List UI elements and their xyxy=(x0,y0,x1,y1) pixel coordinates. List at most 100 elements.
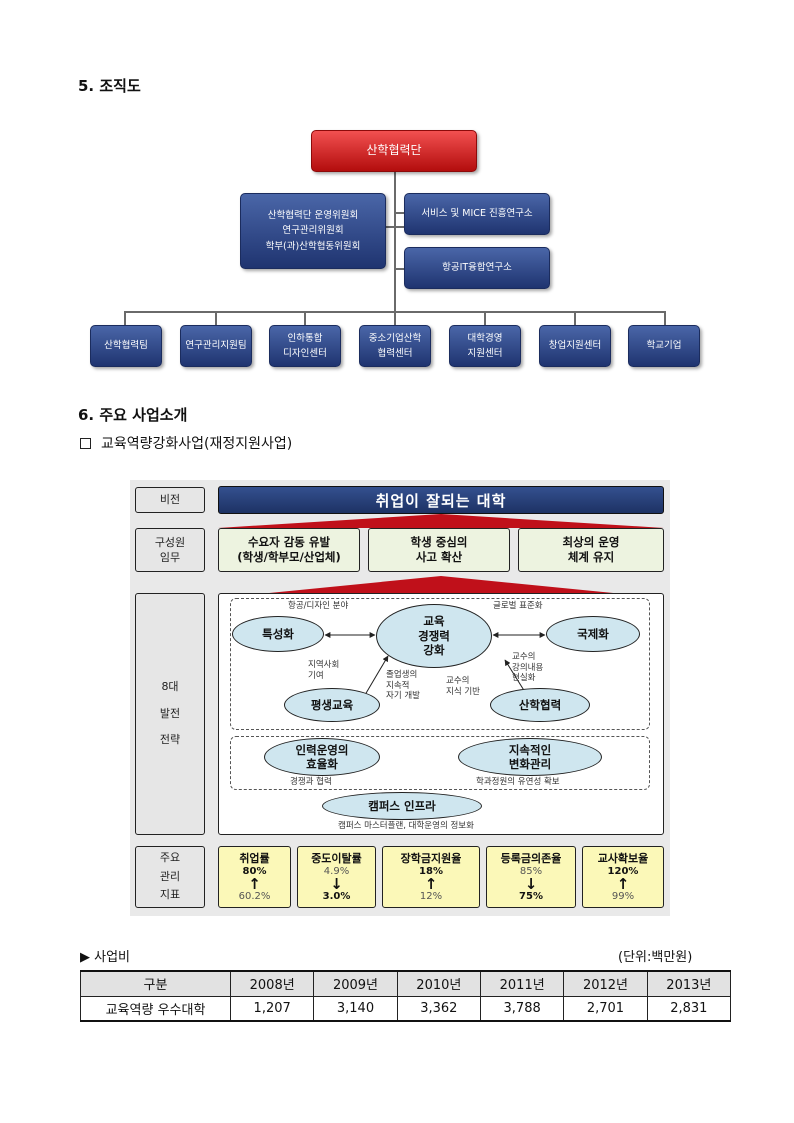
org-institute-1: 서비스 및 MICE 진흥연구소 xyxy=(421,208,533,220)
note-global-std: 글로벌 표준화 xyxy=(493,601,543,611)
kpi-name: 교사확보율 xyxy=(597,852,649,865)
kpi-value-b: 99% xyxy=(611,891,635,902)
mission-2: 학생 중심의 사고 확산 xyxy=(368,528,510,572)
kpi-value-b: 12% xyxy=(419,891,443,902)
label-kpi-3: 지표 xyxy=(159,888,181,902)
org-drop-1 xyxy=(124,311,126,325)
kpi-name: 중도이탈률 xyxy=(311,852,362,865)
org-unit-3-label1: 인하통합 xyxy=(287,332,323,344)
note-competition: 경쟁과 협력 xyxy=(290,777,332,787)
node-lifelong: 평생교육 xyxy=(284,688,380,722)
kpi-name: 취업률 xyxy=(239,852,270,865)
node-campus: 캠퍼스 인프라 xyxy=(322,792,482,820)
connector-shapes xyxy=(218,514,664,598)
mission-connector xyxy=(218,514,664,528)
header-category: 구분 xyxy=(80,970,231,997)
kpi-value-a: 4.9% xyxy=(323,866,350,877)
kpi-value-b: 60.2% xyxy=(238,891,271,902)
org-unit-6: 창업지원센터 xyxy=(539,325,611,367)
note-prof-content: 교수의 강의내용 현실화 xyxy=(512,652,544,684)
vision-title-text: 취업이 잘되는 대학 xyxy=(375,491,507,510)
kpi-value-b: 75% xyxy=(519,891,543,902)
cell-2011: 3,788 xyxy=(479,995,565,1022)
node-global: 국제화 xyxy=(546,616,640,652)
label-vision: 비전 xyxy=(135,487,205,513)
org-committee-1: 산학협력단 운영위원회 xyxy=(267,210,359,222)
org-committee-3: 학부(과)산학협동위원회 xyxy=(265,240,361,252)
node-industry: 산학협력 xyxy=(490,688,590,722)
org-unit-2: 연구관리지원팀 xyxy=(180,325,252,367)
vision-title: 취업이 잘되는 대학 xyxy=(218,486,664,514)
org-drop-4 xyxy=(394,311,396,325)
label-vision-text: 비전 xyxy=(159,492,181,506)
org-committee-link xyxy=(386,226,404,228)
cell-2009: 3,140 xyxy=(313,995,398,1022)
label-strategy-2: 발전 xyxy=(159,706,181,720)
kpi-value-b: 3.0% xyxy=(322,891,351,902)
section-6-title: 6. 주요 사업소개 xyxy=(78,406,188,424)
note-community: 지역사회 기여 xyxy=(308,660,340,681)
label-strategy: 8대 발전 전략 xyxy=(135,593,205,835)
kpi-value-a: 120% xyxy=(607,866,639,877)
cell-2012: 2,701 xyxy=(563,995,648,1022)
label-mission-1: 구성원 xyxy=(154,535,186,549)
cell-category: 교육역량 우수대학 xyxy=(80,995,231,1022)
header-2009: 2009년 xyxy=(313,970,398,997)
org-unit-4-label2: 협력센터 xyxy=(377,348,413,359)
cell-2013: 2,831 xyxy=(646,995,732,1022)
org-institute-link-1 xyxy=(396,212,406,214)
budget-unit: (단위:백만원) xyxy=(618,950,693,965)
note-alumni: 졸업생의 지속적 자기 개발 xyxy=(386,670,420,702)
org-chart: 산학협력단 산학협력단 운영위원회 연구관리위원회 학부(과)산학협동위원회 서… xyxy=(0,0,794,380)
org-unit-4-label1: 중소기업산학 xyxy=(368,332,422,344)
strategy-connector xyxy=(218,576,664,598)
org-unit-1: 산학협력팀 xyxy=(90,325,162,367)
org-drop-7 xyxy=(664,311,666,325)
kpi-value-a: 18% xyxy=(419,866,443,877)
org-institute-box-1: 서비스 및 MICE 진흥연구소 xyxy=(404,193,550,235)
org-top-label: 산학협력단 xyxy=(366,143,422,158)
org-unit-5-label2: 지원센터 xyxy=(467,348,503,359)
label-kpi-2: 관리 xyxy=(159,869,181,883)
vision-diagram: 비전 취업이 잘되는 대학 구성원 임무 수요자 감동 유발 (학생/학부모/산… xyxy=(130,480,670,916)
kpi-arrow-icon: ↓ xyxy=(330,875,343,893)
org-unit-7: 학교기업 xyxy=(628,325,700,367)
org-drop-2 xyxy=(215,311,217,325)
subtitle-text: 교육역량강화사업(재정지원사업) xyxy=(101,436,293,452)
label-strategy-1: 8대 xyxy=(161,680,179,694)
org-institute-link-2 xyxy=(396,268,406,270)
mission-1: 수요자 감동 유발 (학생/학부모/산업체) xyxy=(218,528,360,572)
org-drop-5 xyxy=(484,311,486,325)
strategy-group-1 xyxy=(230,598,650,730)
org-institute-2: 항공IT융합연구소 xyxy=(442,262,512,274)
cell-2008: 1,207 xyxy=(229,995,315,1022)
org-unit-2-label: 연구관리지원팀 xyxy=(185,340,247,352)
label-kpi-1: 주요 xyxy=(159,850,181,864)
kpi-value-a: 80% xyxy=(242,866,267,877)
header-2011: 2011년 xyxy=(479,970,565,997)
header-2008: 2008년 xyxy=(229,970,315,997)
table-row: 교육역량 우수대학 1,207 3,140 3,362 3,788 2,701 … xyxy=(80,995,732,1022)
triangle-right-icon: ▶ xyxy=(80,950,90,965)
org-top-box: 산학협력단 xyxy=(311,130,477,172)
budget-table: 구분 2008년 2009년 2010년 2011년 2012년 2013년 교… xyxy=(80,970,732,1022)
header-2010: 2010년 xyxy=(396,970,481,997)
kpi-arrow-icon: ↑ xyxy=(424,875,438,893)
label-mission-2: 임무 xyxy=(159,551,181,564)
org-unit-7-label: 학교기업 xyxy=(646,340,682,352)
node-hr: 인력운영의 효율화 xyxy=(264,738,380,776)
node-center: 교육 경쟁력 강화 xyxy=(376,604,492,668)
note-masterplan: 캠퍼스 마스터플랜, 대학운영의 정보화 xyxy=(338,821,474,831)
note-dept-quota: 학과정원의 유연성 확보 xyxy=(476,777,560,787)
org-institute-box-2: 항공IT융합연구소 xyxy=(404,247,550,289)
budget-label-text: 사업비 xyxy=(94,950,131,965)
budget-label: ▶ 사업비 xyxy=(80,946,130,965)
checkbox-square-icon xyxy=(80,437,91,449)
